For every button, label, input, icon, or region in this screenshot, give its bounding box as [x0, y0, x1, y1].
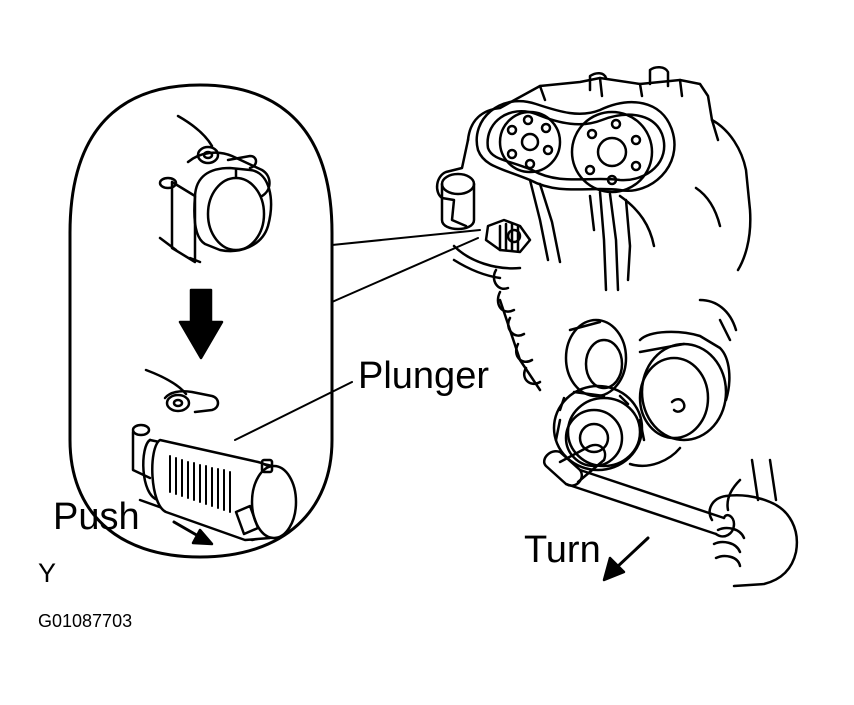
push-arrow-icon	[174, 522, 212, 544]
down-arrow-icon	[180, 290, 222, 358]
wrench-handle-icon	[544, 445, 734, 536]
plunger-leader-line	[235, 382, 352, 440]
engine-illustration	[437, 67, 797, 586]
turn-label: Turn	[524, 529, 601, 571]
inset-leader-lower	[332, 238, 478, 302]
turn-arrow-icon	[604, 538, 648, 580]
detail-inset	[70, 85, 480, 557]
plunger-label: Plunger	[358, 355, 489, 397]
engine-tensioner	[442, 174, 530, 268]
inset-capsule-outline	[70, 85, 332, 557]
figure-code-label: G01087703	[38, 611, 133, 631]
tensioner-after-icon	[133, 370, 296, 540]
plunger-ribs	[170, 456, 230, 512]
camshaft-pulley-left	[500, 112, 560, 172]
idler-pulley-upper	[566, 320, 626, 396]
tensioner-before-icon	[160, 116, 271, 262]
hand-illustration	[710, 460, 797, 586]
push-label: Push	[53, 496, 140, 538]
idler-pulley-lower	[640, 344, 726, 440]
inset-leader-upper	[332, 230, 480, 245]
view-marker-label: Y	[38, 558, 57, 588]
camshaft-pulley-right	[572, 112, 652, 192]
crankshaft-pulley	[554, 386, 680, 470]
